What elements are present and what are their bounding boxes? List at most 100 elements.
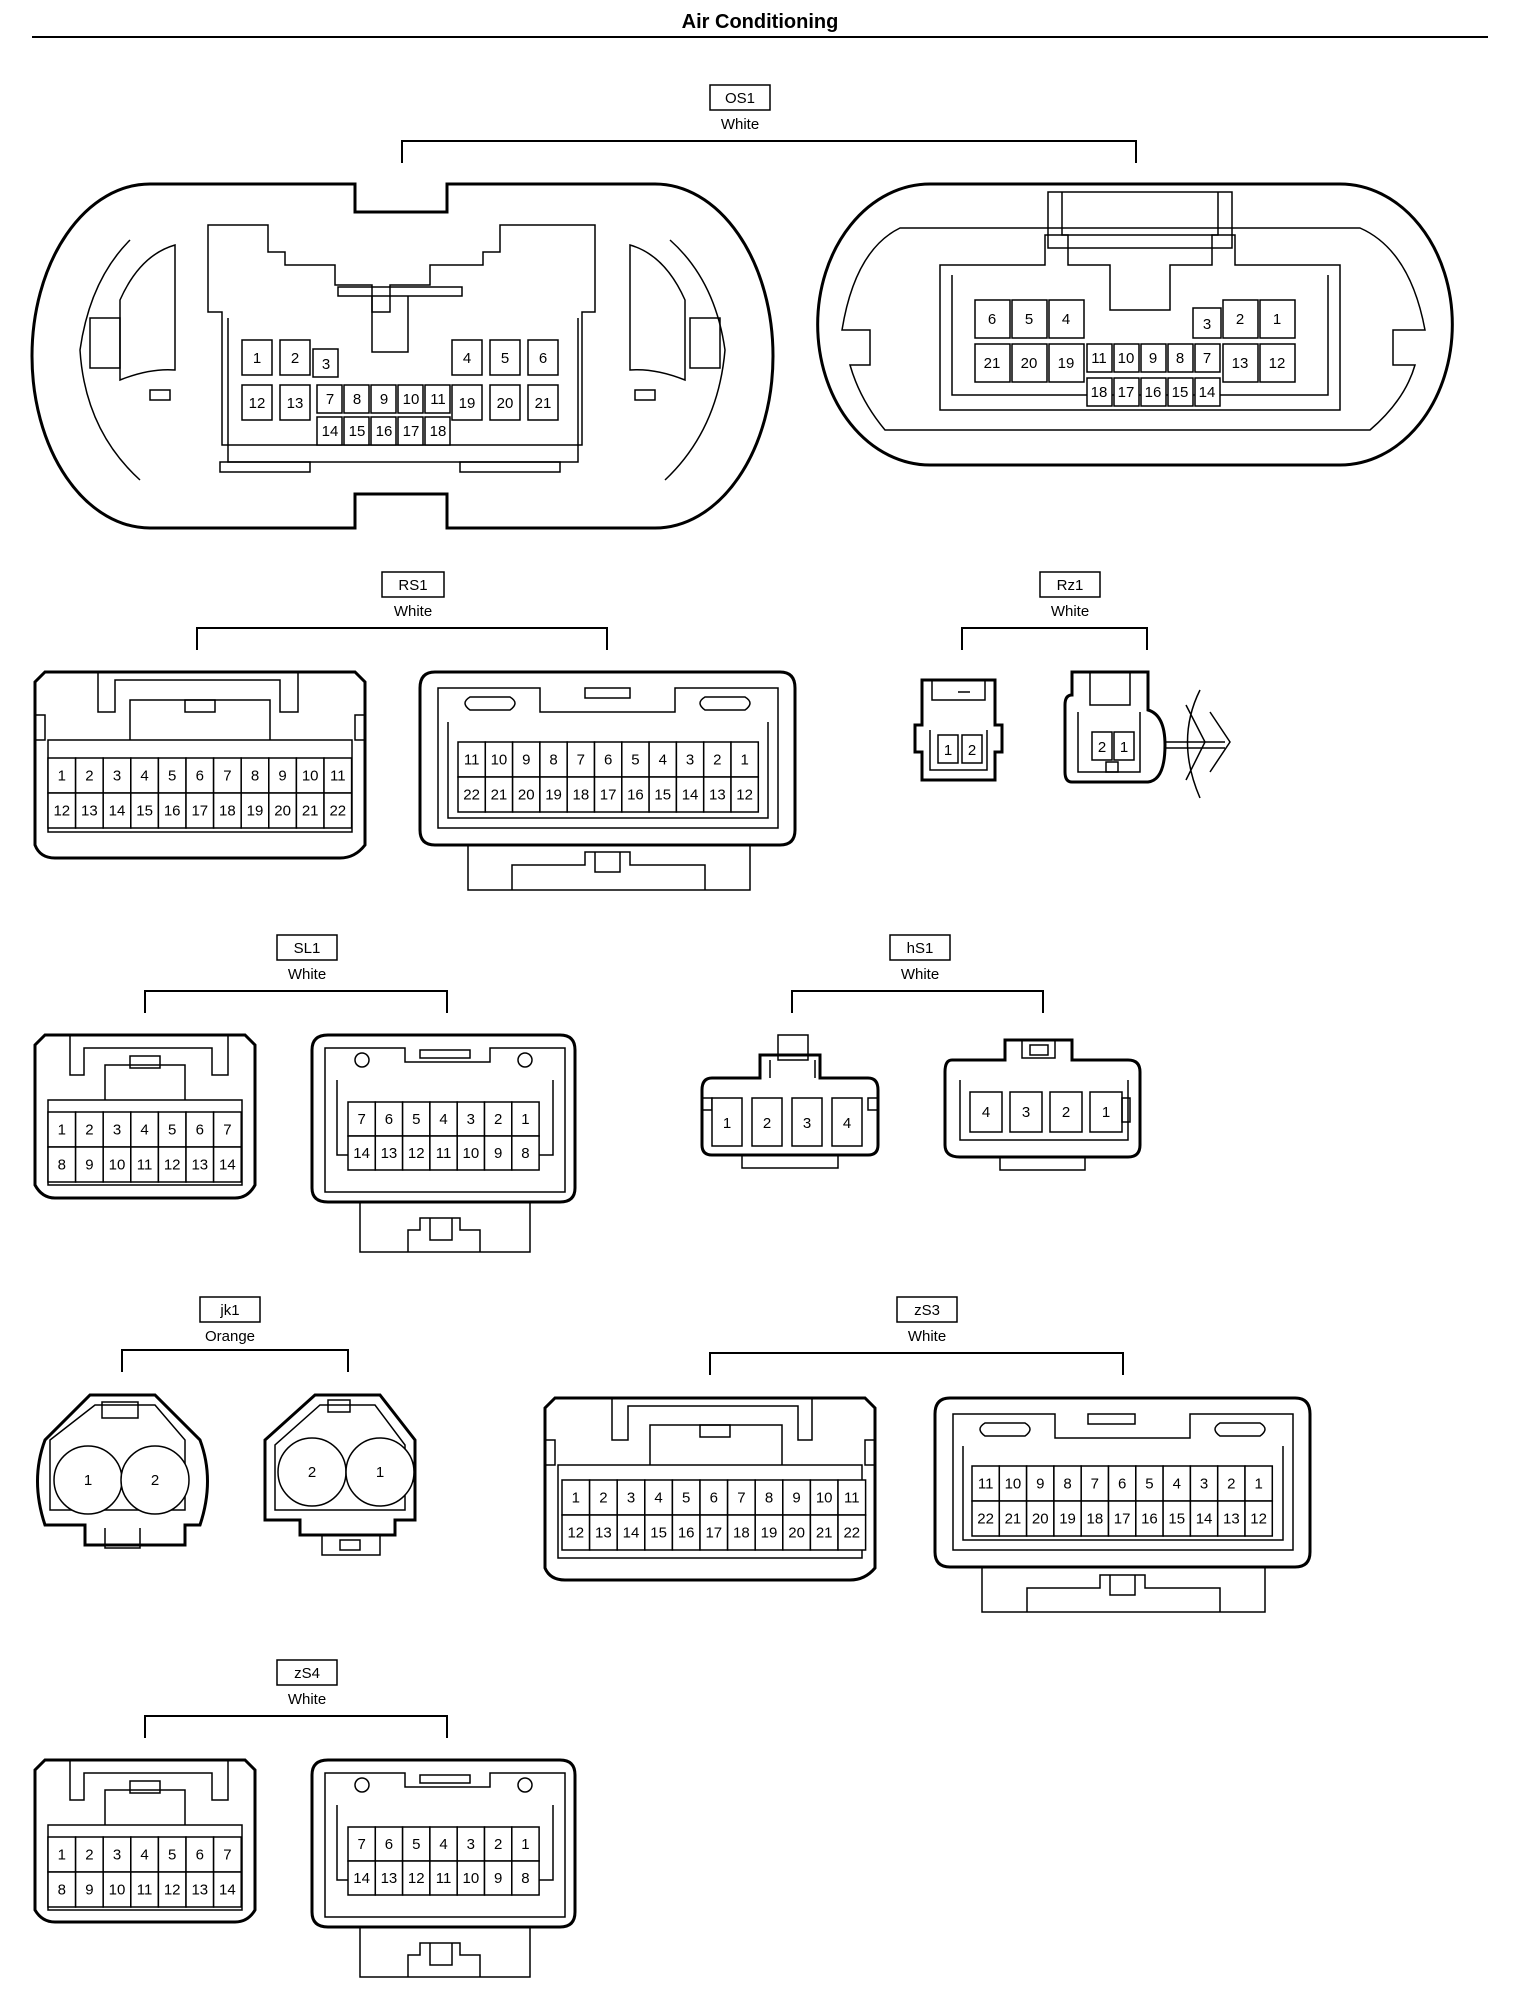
pin-number: 4 xyxy=(463,350,471,367)
pin-number: 7 xyxy=(1203,350,1211,367)
pin-number: 7 xyxy=(223,1122,231,1139)
connector-code-box xyxy=(199,1296,261,1323)
pin-number: 20 xyxy=(788,1525,805,1542)
pin-cell xyxy=(185,1871,215,1908)
pin-number: 7 xyxy=(357,1111,365,1128)
pin-cell xyxy=(1259,299,1296,339)
pin-cell xyxy=(1194,377,1221,407)
pin-number: 1 xyxy=(1120,739,1128,756)
pin-number: 15 xyxy=(349,423,366,440)
pin-number: 3 xyxy=(627,1490,635,1507)
pin-number: 15 xyxy=(654,787,671,804)
pin-number: 5 xyxy=(412,1836,420,1853)
pin-number: 5 xyxy=(631,752,639,769)
os1-female-housing xyxy=(30,182,775,530)
pin-number: 3 xyxy=(113,1847,121,1864)
pin-number: 6 xyxy=(710,1490,718,1507)
pin-number: 9 xyxy=(278,768,286,785)
connector-code-box xyxy=(889,934,951,961)
pin-cell xyxy=(1048,299,1085,339)
pin-number: 4 xyxy=(140,1122,148,1139)
pin-number: 14 xyxy=(353,1870,370,1887)
rz1-female-housing: 1 2 xyxy=(913,678,1004,782)
pin-cell xyxy=(212,1836,242,1873)
pin-cell xyxy=(527,339,559,376)
pin-number: 12 xyxy=(53,803,70,820)
connector-pair-bracket xyxy=(144,1715,448,1738)
pin-number: 10 xyxy=(816,1490,833,1507)
pin-cell xyxy=(1086,343,1113,373)
pin-cell xyxy=(971,1500,1001,1537)
connector-code: zS3 xyxy=(914,1302,940,1319)
pin-number: 9 xyxy=(1149,350,1157,367)
pin-cell xyxy=(457,741,487,778)
connector-code: OS1 xyxy=(725,90,755,107)
pin-number: 1 xyxy=(521,1111,529,1128)
pin-number: 8 xyxy=(58,1157,66,1174)
pin-number: 17 xyxy=(600,787,617,804)
pin-cell xyxy=(279,339,311,376)
pin-cell xyxy=(527,384,559,421)
pin-number: 11 xyxy=(330,768,346,785)
connector-code-box xyxy=(276,934,338,961)
pin-number: 14 xyxy=(219,1882,236,1899)
pin-number: 17 xyxy=(191,803,208,820)
pin-cell xyxy=(1011,299,1048,339)
connector-code-box xyxy=(276,1659,338,1686)
pin-number: 2 xyxy=(308,1464,316,1481)
pin-number: 11 xyxy=(436,1870,452,1887)
pin-cell xyxy=(1216,1465,1246,1502)
pin-cell xyxy=(401,1826,431,1862)
pin-number: 17 xyxy=(1118,384,1135,401)
pin-cell xyxy=(1113,343,1140,373)
pin-number: 9 xyxy=(494,1870,502,1887)
pin-cell xyxy=(730,776,760,813)
pin-number: 4 xyxy=(654,1490,662,1507)
connector-color: White xyxy=(721,116,759,133)
pin-number: 21 xyxy=(816,1525,833,1542)
pin-number: 9 xyxy=(792,1490,800,1507)
pin-cell xyxy=(837,1514,867,1551)
pin-cell xyxy=(1167,377,1194,407)
pin-number: 2 xyxy=(968,742,976,759)
pin-number: 19 xyxy=(1058,355,1075,372)
pin-number: 3 xyxy=(322,356,330,373)
pin-number: 1 xyxy=(1254,1476,1262,1493)
pin-cell xyxy=(726,1514,756,1551)
pin-cell xyxy=(1048,343,1085,383)
pin-cell xyxy=(279,384,311,421)
connector-pair-bracket xyxy=(121,1349,349,1372)
pin-cell xyxy=(1192,307,1222,339)
pin-number: 8 xyxy=(1063,1476,1071,1493)
pin-cell xyxy=(1053,1500,1082,1537)
pin-cell xyxy=(157,1871,187,1908)
pin-number: 15 xyxy=(1172,384,1189,401)
pin-number: 4 xyxy=(439,1836,447,1853)
pin-number: 1 xyxy=(58,1122,66,1139)
pin-cell xyxy=(401,1101,431,1137)
pin-number: 10 xyxy=(463,1870,480,1887)
pin-number: 19 xyxy=(545,787,562,804)
pin-number: 5 xyxy=(501,350,509,367)
pin-cell xyxy=(1080,1500,1110,1537)
pin-cell xyxy=(1140,377,1167,407)
pin-number: 2 xyxy=(151,1472,159,1489)
pin-number: 20 xyxy=(497,395,514,412)
hs1-female-housing: 1 2 3 4 xyxy=(700,1034,880,1169)
pin-number: 21 xyxy=(1005,1511,1022,1528)
pin-number: 9 xyxy=(1036,1476,1044,1493)
pin-cell xyxy=(212,1146,242,1183)
pin-number: 13 xyxy=(191,1882,208,1899)
pin-cell xyxy=(212,1111,242,1148)
pin-number: 8 xyxy=(58,1882,66,1899)
pin-cell xyxy=(511,776,541,813)
pin-number: 3 xyxy=(1200,1476,1208,1493)
pin-number: 5 xyxy=(168,768,176,785)
pin-cell xyxy=(347,1135,377,1171)
pin-number: 20 xyxy=(1032,1511,1049,1528)
connector-pair-bracket xyxy=(791,990,1044,1013)
pin-number: 2 xyxy=(1236,311,1244,328)
pin-cell xyxy=(730,741,760,778)
